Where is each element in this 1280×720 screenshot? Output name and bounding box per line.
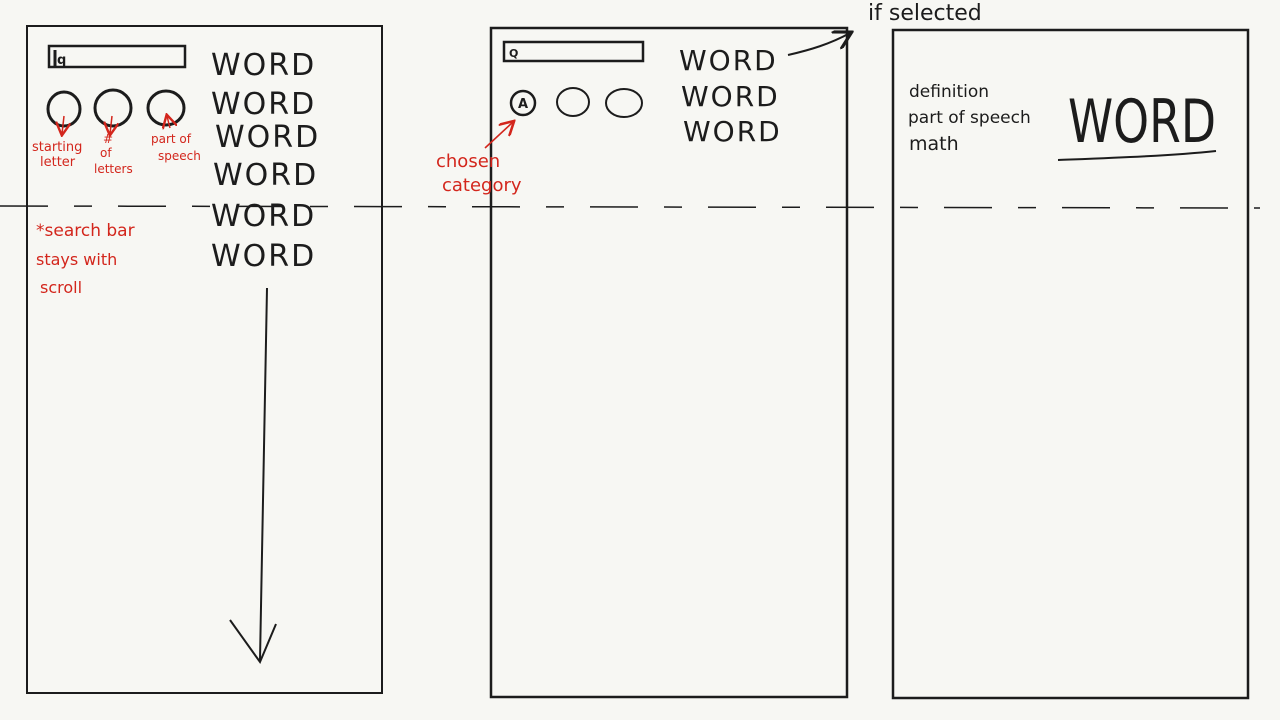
annotation-search-note-2: stays with: [36, 250, 117, 269]
word-list-item[interactable]: WORD: [679, 44, 778, 77]
word-list-item[interactable]: WORD: [211, 48, 316, 83]
phone-frame-3: [891, 28, 1250, 700]
filter-part-of-speech[interactable]: [146, 89, 186, 127]
annotation-num-letters-2: of: [100, 146, 112, 160]
annotation-if-selected: if selected: [868, 1, 982, 26]
search-bar[interactable]: q: [47, 44, 187, 69]
selection-arrow: [787, 33, 850, 56]
chosen-filter-letter: A: [518, 97, 528, 112]
word-list-item[interactable]: WORD: [211, 239, 316, 274]
scroll-down-arrow: [229, 287, 277, 665]
annotation-chosen-category-1: chosen: [436, 151, 500, 172]
annotation-arrow: [110, 115, 112, 134]
filter-number-of-letters[interactable]: [93, 88, 133, 128]
detail-definition: definition: [909, 82, 989, 102]
phone-frame-1: [26, 25, 383, 694]
annotation-starting-letter-1: starting: [32, 140, 82, 155]
detail-part-of-speech: part of speech: [908, 108, 1031, 128]
filter-option[interactable]: [556, 87, 590, 117]
filter-option[interactable]: [605, 88, 643, 118]
screen-2-filtered-list: Q A chosen category WORD WORD WORD if se…: [436, 1, 982, 699]
word-list-item[interactable]: WORD: [683, 115, 782, 148]
detail-math: math: [909, 133, 959, 155]
annotation-arrow: [484, 122, 513, 149]
annotation-arrow: [62, 115, 64, 134]
word-list-item[interactable]: WORD: [215, 120, 320, 155]
annotation-arrow: [167, 116, 170, 128]
word-list-item[interactable]: WORD: [211, 87, 316, 122]
search-icon: q: [57, 53, 66, 68]
annotation-part-of-speech-2: speech: [158, 149, 201, 163]
annotation-chosen-category-2: category: [442, 175, 522, 196]
title-underline: [1057, 150, 1217, 161]
word-list-item[interactable]: WORD: [211, 199, 316, 234]
scroll-fold-line: [0, 205, 1261, 209]
screen-3-word-detail: definition part of speech math WORD: [891, 28, 1250, 700]
selected-word-title: WORD: [1068, 87, 1216, 157]
annotation-num-letters-3: letters: [94, 162, 133, 176]
annotation-search-note-3: scroll: [40, 278, 82, 297]
filter-chosen[interactable]: A: [509, 89, 537, 117]
word-list-item[interactable]: WORD: [213, 158, 318, 193]
word-list-item[interactable]: WORD: [681, 80, 780, 113]
annotation-num-letters-1: #: [103, 132, 113, 146]
annotation-starting-letter-2: letter: [40, 155, 76, 170]
search-icon: Q: [509, 47, 518, 60]
annotation-search-note-1: *search bar: [36, 221, 135, 241]
search-bar[interactable]: Q: [502, 40, 645, 63]
phone-frame-2: [489, 26, 849, 699]
annotation-part-of-speech-1: part of: [151, 132, 192, 146]
screen-1-word-list: q starting letter # of letters part of s…: [26, 25, 383, 694]
